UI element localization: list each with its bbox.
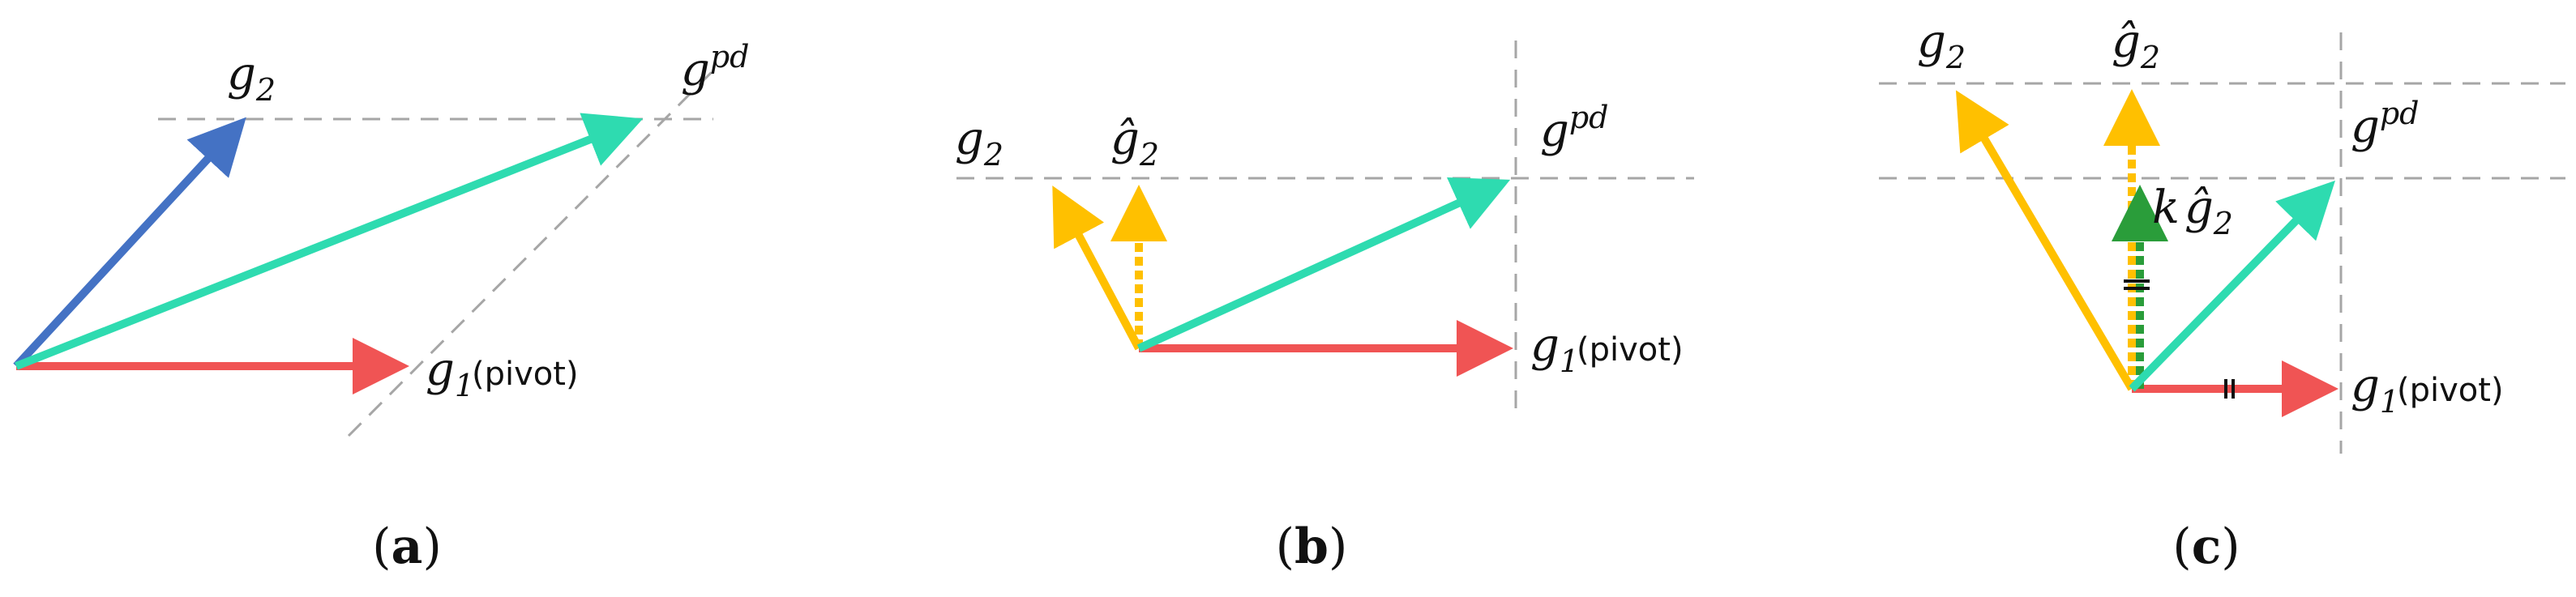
panel-b-g1-label: g1: [1530, 319, 1579, 379]
panel-c-g1-label: g1: [2351, 360, 2399, 420]
panel-b-pivot-label: (pivot): [1577, 331, 1684, 369]
panel-a-pivot-label: (pivot): [472, 356, 579, 393]
panel-a-caption: (a): [372, 518, 442, 575]
panel-a-g2-arrow: [13, 117, 246, 369]
panel-b-caption: (b): [1276, 518, 1348, 575]
panel-b-gpd-label: gpd: [1540, 100, 1609, 157]
panel-b-gpd-arrow: [1136, 177, 1511, 352]
panel-b-g2hat-label: ĝ2: [1110, 113, 1159, 173]
panel-a-gpd-label: gpd: [681, 39, 750, 96]
panel-a-gpd-arrow: [15, 113, 644, 370]
panel-c-g2-label: g2: [1917, 15, 1966, 75]
panel-b-g2-arrow: [1052, 185, 1143, 351]
panel-b: g2 ĝ2 gpd g1 (pivot) (b): [955, 41, 1694, 575]
panel-b-g2-label: g2: [955, 113, 1003, 173]
panel-a-g1-label: g1: [426, 343, 474, 403]
panel-c-g2-arrow: [1955, 90, 2136, 391]
panel-a-g2-label: g2: [227, 48, 276, 108]
panel-c-caption: (c): [2172, 518, 2240, 575]
panel-c-g2hat-label: ĝ2: [2112, 15, 2160, 75]
panel-c-gpd-arrow: [2129, 180, 2335, 392]
panel-c-pivot-label: (pivot): [2397, 372, 2504, 409]
panel-a: g2 gpd g1 (pivot) (a): [13, 39, 750, 575]
panel-c-gpd-label: gpd: [2351, 96, 2420, 153]
